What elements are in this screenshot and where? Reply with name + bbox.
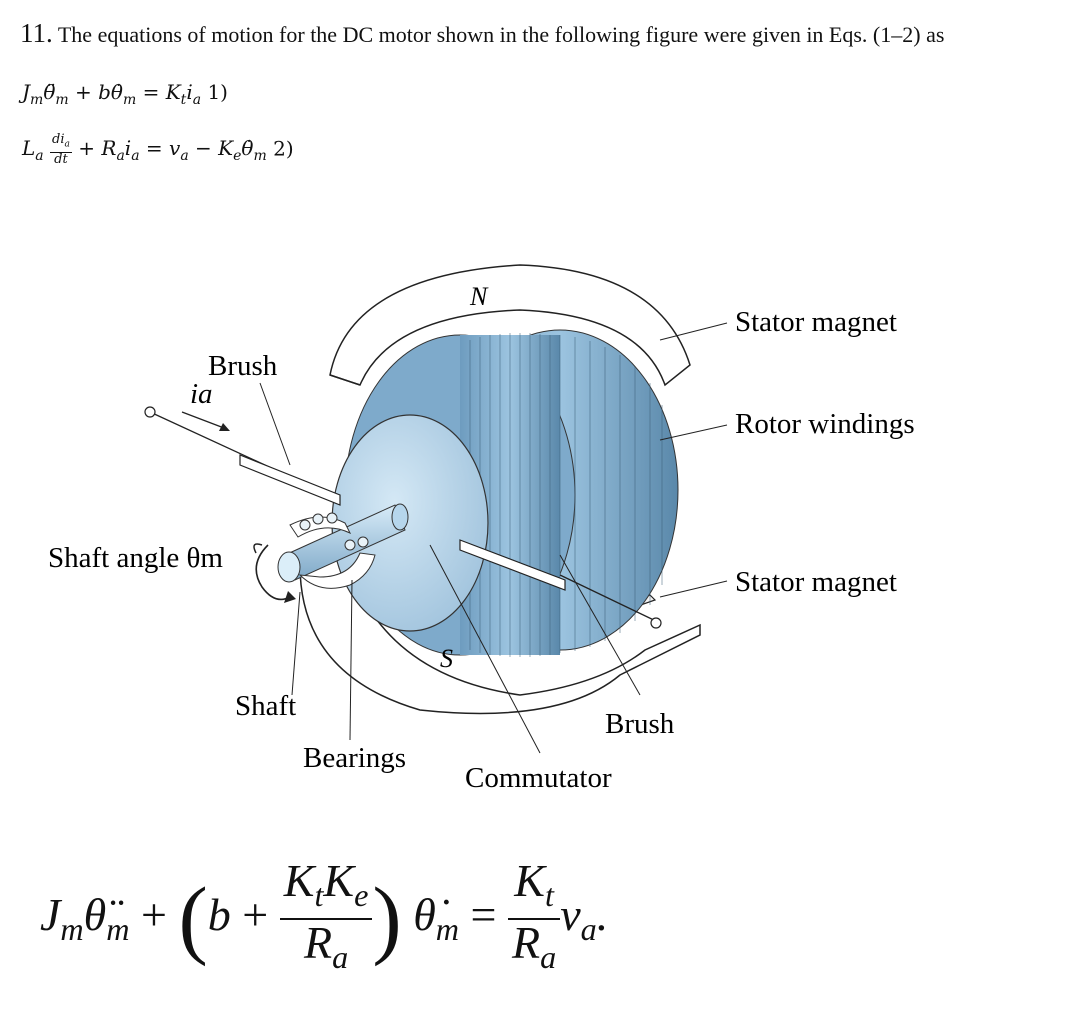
dc-motor-figure: N S Stator magnet Rotor windings Stator … [48, 264, 915, 794]
brush-top [144, 406, 341, 506]
stator-magnet-top [329, 264, 691, 387]
bearings-label: Bearings [303, 742, 406, 774]
equation-1: Jmθ̈m + bθ̇m = Ktia 1) [22, 80, 228, 108]
problem-text: The equations of motion for the DC motor… [57, 22, 945, 47]
pole-n-label: N [469, 282, 489, 311]
leader-lines [259, 322, 728, 754]
commutator-label: Commutator [465, 762, 612, 794]
stator-magnet-bottom-label: Stator magnet [735, 566, 897, 598]
brush-bottom-label: Brush [605, 708, 675, 740]
shaft-angle-label: Shaft angle θm [48, 542, 223, 574]
equation-1-tag: 1) [207, 80, 228, 104]
rotor-windings-label: Rotor windings [735, 408, 915, 440]
stator-magnet-bottom [299, 554, 701, 715]
brush-top-label: Brush [208, 350, 278, 382]
current-arrow-icon [181, 411, 225, 429]
shaft [277, 503, 409, 583]
bearings [289, 512, 376, 589]
problem-statement: 11. The equations of motion for the DC m… [20, 18, 944, 49]
shaft-label: Shaft [235, 690, 296, 722]
equation-2-tag: 2) [273, 136, 294, 161]
current-label: ia [190, 378, 213, 410]
brush-bottom [459, 539, 662, 629]
rotation-arrow-icon [255, 544, 291, 601]
stator-magnet-top-label: Stator magnet [735, 306, 897, 338]
problem-number: 11. [20, 18, 53, 48]
pole-s-label: S [440, 644, 453, 673]
